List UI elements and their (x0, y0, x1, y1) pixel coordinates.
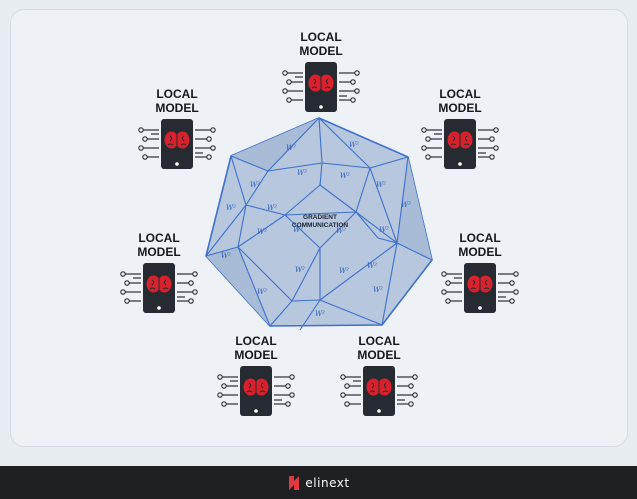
weight-label: W² (293, 226, 303, 234)
weight-label: W² (340, 172, 350, 180)
smartphone-brain-icon (138, 119, 216, 169)
smartphone-brain-icon (282, 62, 360, 112)
node-label-line1: LOCAL (156, 87, 198, 101)
weight-label: W² (295, 266, 305, 274)
node-label-line1: LOCAL (235, 334, 277, 348)
weight-label: W² (267, 204, 277, 212)
smartphone-brain-icon (120, 263, 198, 313)
weight-label: W² (339, 267, 349, 275)
weight-label: W² (286, 144, 296, 152)
node-label-line1: LOCAL (358, 334, 400, 348)
node-label-line2: MODEL (357, 348, 401, 362)
center-label-line2: COMMUNICATION (292, 222, 349, 229)
node-label-line2: MODEL (438, 101, 482, 115)
smartphone-brain-icon (421, 119, 499, 169)
node-label-line1: LOCAL (138, 231, 180, 245)
smartphone-brain-icon (217, 366, 295, 416)
brand-name: elinext (305, 475, 350, 490)
node-label-line1: LOCAL (300, 30, 342, 44)
brand-logo: elinext (0, 466, 637, 499)
elinext-logo-icon (289, 475, 300, 490)
weight-label: W² (376, 181, 386, 189)
weight-label: W² (349, 141, 359, 149)
weight-label: W² (379, 226, 389, 234)
weight-label: W² (257, 288, 267, 296)
gradient-communication-polyhedron (205, 117, 433, 331)
smartphone-brain-icon (441, 263, 519, 313)
node-label-line2: MODEL (234, 348, 278, 362)
node-label-line2: MODEL (458, 245, 502, 259)
weight-label: W² (257, 228, 267, 236)
weight-label: W² (336, 227, 346, 235)
node-label-line2: MODEL (299, 44, 343, 58)
weight-label: W² (297, 169, 307, 177)
weight-label: W² (226, 204, 236, 212)
gradient-network-diagram: GRADIENT COMMUNICATION W² W² W² W² W² W² W² W² W… (205, 117, 433, 331)
node-label-line1: LOCAL (459, 231, 501, 245)
node-label-line1: LOCAL (439, 87, 481, 101)
node-label-line2: MODEL (155, 101, 199, 115)
weight-label: W² (401, 201, 411, 209)
weight-label: W² (221, 252, 231, 260)
weight-label: W² (315, 310, 325, 318)
weight-label: W² (250, 181, 260, 189)
weight-label: W² (367, 262, 377, 270)
node-label-line2: MODEL (137, 245, 181, 259)
center-label-line1: GRADIENT (303, 214, 337, 221)
smartphone-brain-icon (340, 366, 418, 416)
weight-label: W² (373, 286, 383, 294)
footer-bar: elinext (0, 466, 637, 499)
